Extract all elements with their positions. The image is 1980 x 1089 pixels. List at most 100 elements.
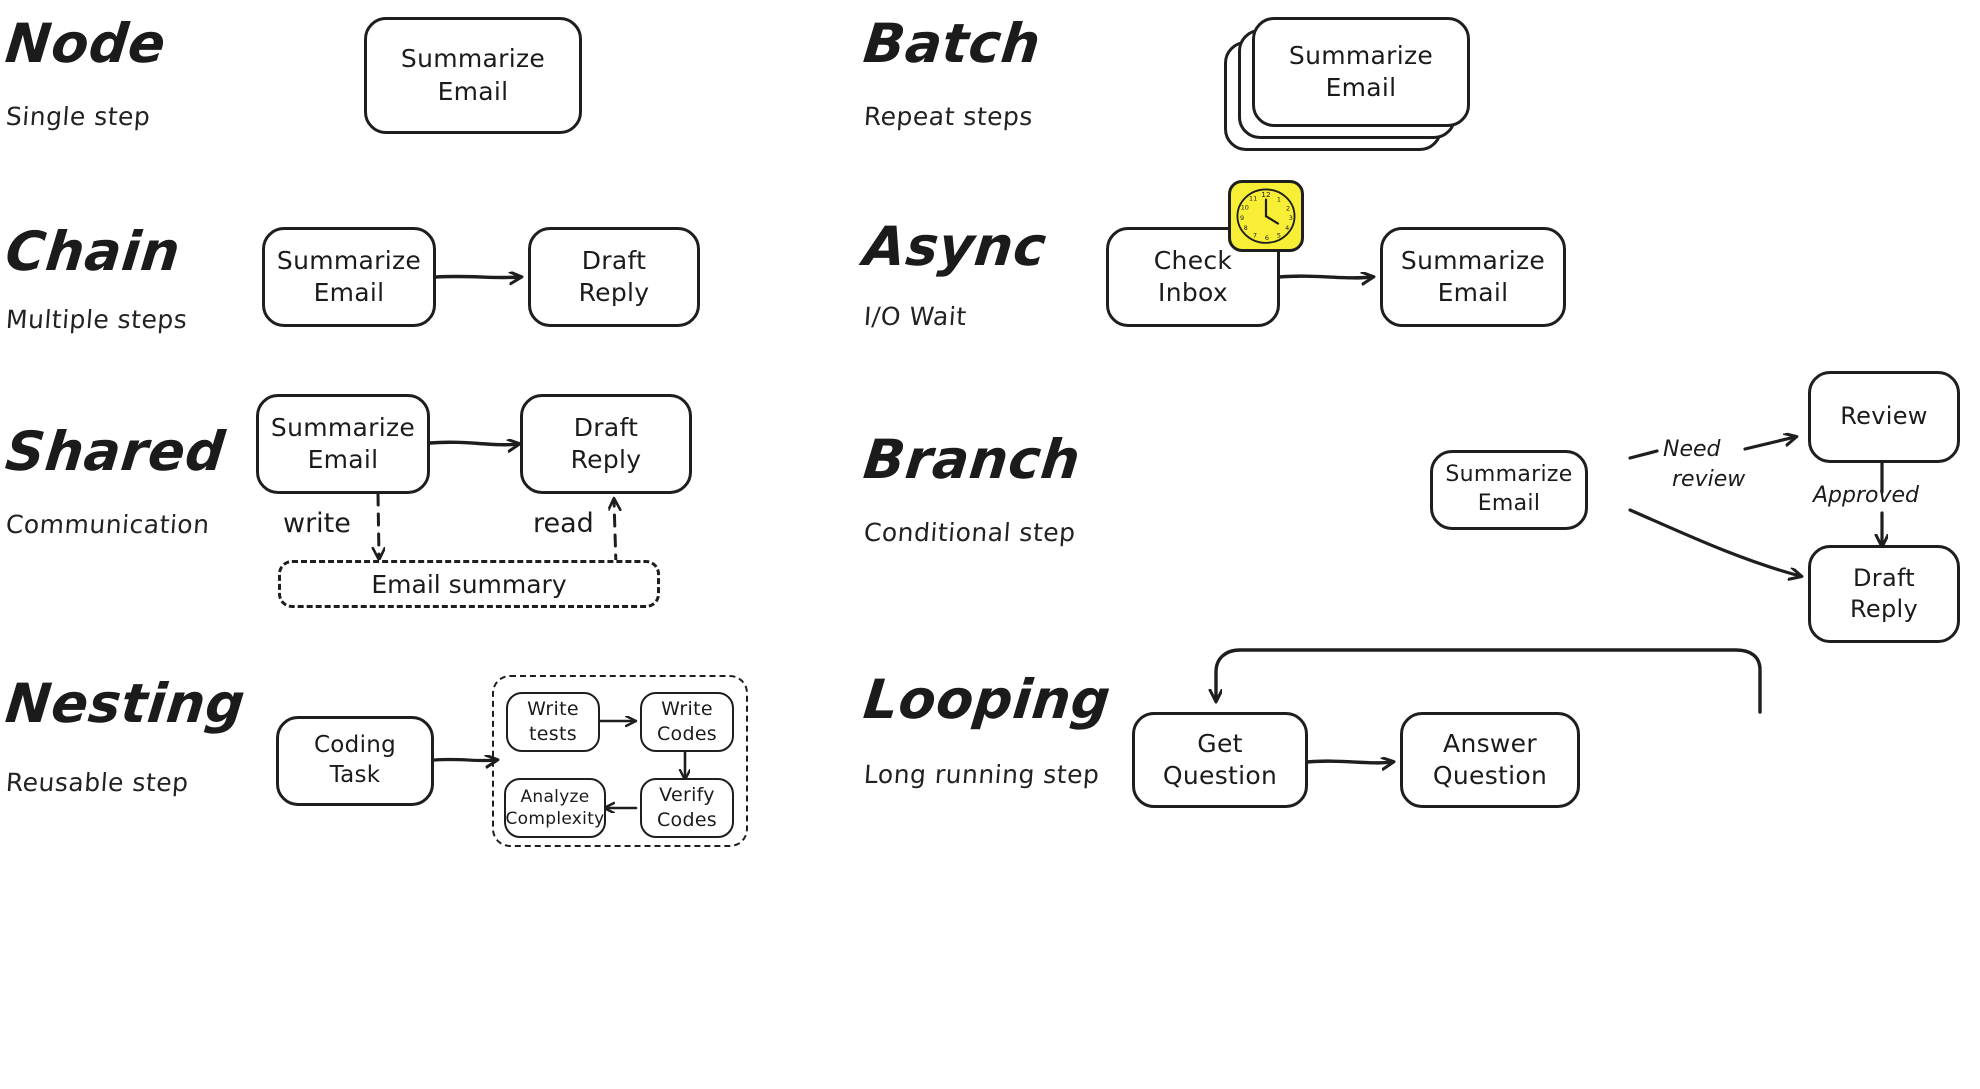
node-label-line1: Draft xyxy=(573,412,639,442)
node-label-line1: Review xyxy=(1840,402,1928,431)
node-label-line1: Answer xyxy=(1443,728,1537,758)
node-label-line2: Reply xyxy=(570,445,642,474)
async-node-summarize-email[interactable]: Summarize Email xyxy=(1380,227,1566,327)
edge-chain-1 xyxy=(434,276,520,277)
svg-text:11: 11 xyxy=(1249,195,1257,203)
edge-looping-forward xyxy=(1305,761,1392,763)
svg-text:8: 8 xyxy=(1244,224,1248,232)
edge-label-review-cond: review xyxy=(1672,467,1746,492)
node-label-line2: Email xyxy=(313,278,385,307)
edge-shared-write xyxy=(378,492,379,558)
node-label-line1: Summarize xyxy=(1445,462,1573,488)
node-label-line1: Summarize xyxy=(1288,40,1434,70)
node-label-line1: Draft xyxy=(1853,563,1915,592)
svg-text:4: 4 xyxy=(1285,224,1289,232)
svg-text:3: 3 xyxy=(1289,214,1293,222)
shared-node-draft-reply[interactable]: Draft Reply xyxy=(520,394,692,494)
node-label-line1: Write xyxy=(527,698,579,721)
nesting-node-analyze-complexity[interactable]: Analyze Complexity xyxy=(504,778,606,838)
node-label-line1: Draft xyxy=(581,245,647,275)
node-label-line2: Inbox xyxy=(1158,278,1228,307)
branch-node-draft-reply[interactable]: Draft Reply xyxy=(1808,545,1960,643)
node-label-line1: Analyze xyxy=(520,786,590,807)
chain-node-draft-reply[interactable]: Draft Reply xyxy=(528,227,700,327)
shared-node-summarize-email[interactable]: Summarize Email xyxy=(256,394,430,494)
node-label-line2: Email xyxy=(437,76,509,106)
node-label-line2: tests xyxy=(529,723,577,745)
branch-node-review[interactable]: Review xyxy=(1808,371,1960,463)
batch-node-summarize-email[interactable]: Summarize Email xyxy=(1252,17,1470,127)
section-subtitle-batch: Repeat steps xyxy=(862,102,1035,131)
node-label-line2: Complexity xyxy=(505,809,605,829)
section-subtitle-async: I/O Wait xyxy=(862,302,968,331)
store-label: Email summary xyxy=(371,569,567,599)
edge-shared-1 xyxy=(428,442,518,445)
nesting-node-write-tests[interactable]: Write tests xyxy=(506,692,600,752)
node-label-line1: Summarize xyxy=(276,245,422,275)
edge-branch-direct xyxy=(1628,508,1800,576)
svg-text:1: 1 xyxy=(1277,195,1281,203)
clock-face: 12 1 2 3 4 5 6 7 8 9 10 11 xyxy=(1236,188,1296,244)
edge-branch-need-review xyxy=(1628,437,1795,460)
node-label-line2: Codes xyxy=(656,809,718,831)
nesting-node-verify-codes[interactable]: Verify Codes xyxy=(640,778,734,838)
node-label-line2: Email xyxy=(1477,491,1541,516)
nesting-node-write-codes[interactable]: Write Codes xyxy=(640,692,734,752)
node-label-line1: Summarize xyxy=(1400,245,1546,275)
node-label-line2: Reply xyxy=(1850,595,1918,623)
edge-async-1 xyxy=(1277,276,1372,278)
node-label-line2: Codes xyxy=(656,723,718,745)
node-summarize-email[interactable]: Summarize Email xyxy=(364,17,582,134)
node-label-line1: Summarize xyxy=(270,412,416,442)
section-subtitle-shared: Communication xyxy=(4,510,211,539)
node-label-line2: Task xyxy=(329,762,381,788)
clock-icon: 12 1 2 3 4 5 6 7 8 9 10 11 xyxy=(1228,180,1304,252)
edge-nesting-1 xyxy=(433,759,496,760)
section-title-nesting: Nesting xyxy=(2,672,249,735)
svg-text:12: 12 xyxy=(1261,190,1270,199)
svg-text:2: 2 xyxy=(1286,205,1290,213)
looping-node-answer-question[interactable]: Answer Question xyxy=(1400,712,1580,808)
node-label-line2: Question xyxy=(1432,761,1548,790)
section-subtitle-looping: Long running step xyxy=(862,760,1101,789)
section-title-looping: Looping xyxy=(860,668,1114,731)
node-label-line1: Coding xyxy=(313,732,397,759)
section-title-batch: Batch xyxy=(860,12,1044,75)
section-subtitle-nesting: Reusable step xyxy=(4,768,190,797)
section-title-shared: Shared xyxy=(2,420,228,483)
section-subtitle-chain: Multiple steps xyxy=(4,305,189,334)
nesting-subgraph-container xyxy=(492,675,748,847)
looping-node-get-question[interactable]: Get Question xyxy=(1132,712,1308,808)
svg-text:5: 5 xyxy=(1277,231,1281,239)
section-subtitle-node: Single step xyxy=(4,102,152,131)
branch-node-summarize-email[interactable]: Summarize Email xyxy=(1430,450,1588,530)
svg-text:9: 9 xyxy=(1240,214,1244,222)
nesting-node-coding-task[interactable]: Coding Task xyxy=(276,716,434,806)
chain-node-summarize-email[interactable]: Summarize Email xyxy=(262,227,436,327)
svg-text:7: 7 xyxy=(1253,231,1257,239)
node-label-line2: Email xyxy=(307,445,379,474)
node-label-line1: Verify xyxy=(659,784,715,807)
section-subtitle-branch: Conditional step xyxy=(862,518,1077,547)
section-title-node: Node xyxy=(2,12,169,75)
edge-looping-back xyxy=(1216,648,1762,714)
edge-label-write: write xyxy=(283,508,351,539)
shared-store-email-summary[interactable]: Email summary xyxy=(278,560,660,608)
edge-label-need: Need xyxy=(1663,437,1721,462)
node-label-line2: Question xyxy=(1162,761,1278,790)
node-label-line2: Email xyxy=(1325,73,1397,102)
async-node-check-inbox[interactable]: Check Inbox xyxy=(1106,227,1280,327)
node-label-line2: Email xyxy=(1437,278,1509,307)
node-label-line2: Reply xyxy=(578,278,650,307)
svg-text:10: 10 xyxy=(1241,204,1249,212)
node-label-line1: Get xyxy=(1197,728,1243,758)
node-label-line1: Check xyxy=(1153,245,1233,275)
section-title-branch: Branch xyxy=(860,428,1084,491)
node-label-line1: Write xyxy=(661,698,713,721)
node-label-line1: Summarize xyxy=(400,44,546,73)
svg-text:6: 6 xyxy=(1265,234,1269,242)
edge-shared-read xyxy=(614,500,616,568)
section-title-async: Async xyxy=(860,215,1050,278)
